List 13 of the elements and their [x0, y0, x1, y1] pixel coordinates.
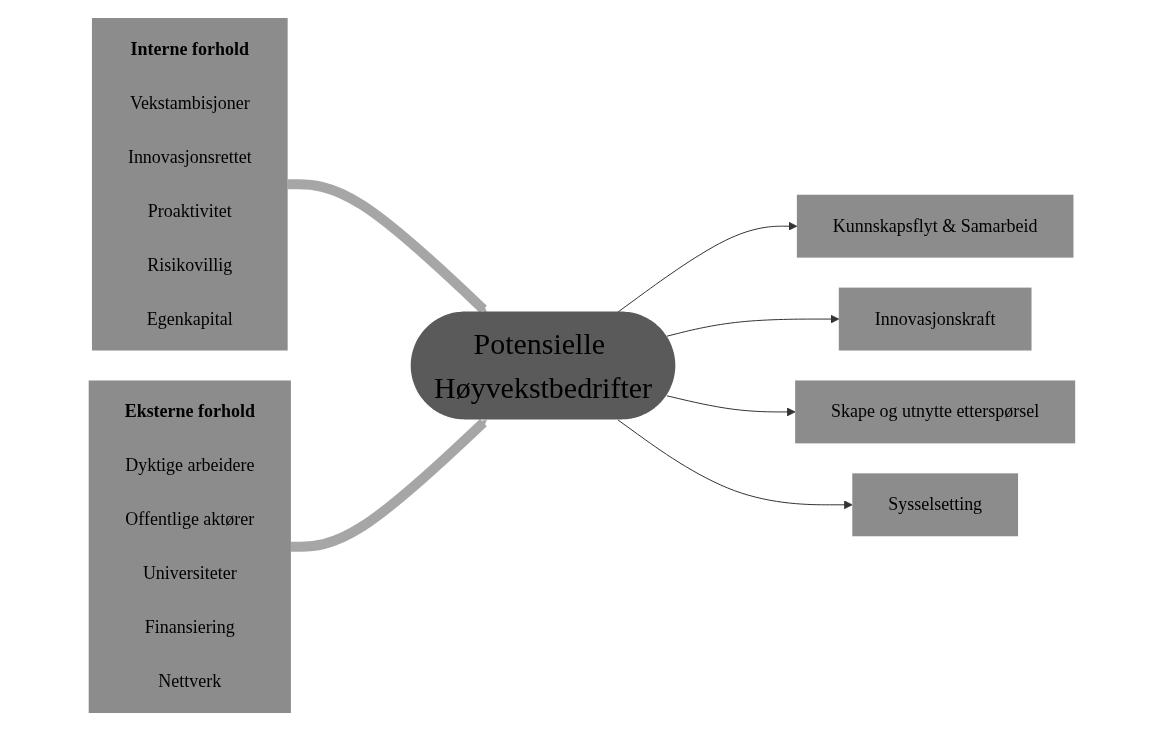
arrow	[665, 314, 839, 337]
node-box: Eksterne forhold Dyktige arbeidere Offentlige aktører Universiteter Finansiering Nettverk	[88, 380, 291, 713]
arrow	[616, 221, 797, 313]
node-box: Skape og utnytte etterspørsel	[794, 380, 1075, 444]
node-box: Potensielle Høyvekstbedrifter	[410, 311, 675, 420]
node-box: Interne forhold Vekstambisjoner Innovasjonsrettet Proaktivitet Risikovillig Egenkapital	[91, 18, 288, 351]
node-box: Kunnskapsflyt & Samarbeid	[796, 194, 1073, 258]
node-box: Innovasjonskraft	[838, 287, 1032, 351]
arrow	[616, 419, 853, 510]
arrow	[290, 419, 487, 552]
node-box: Sysselsetting	[851, 473, 1018, 537]
arrow	[665, 395, 796, 417]
arrow	[287, 179, 487, 313]
